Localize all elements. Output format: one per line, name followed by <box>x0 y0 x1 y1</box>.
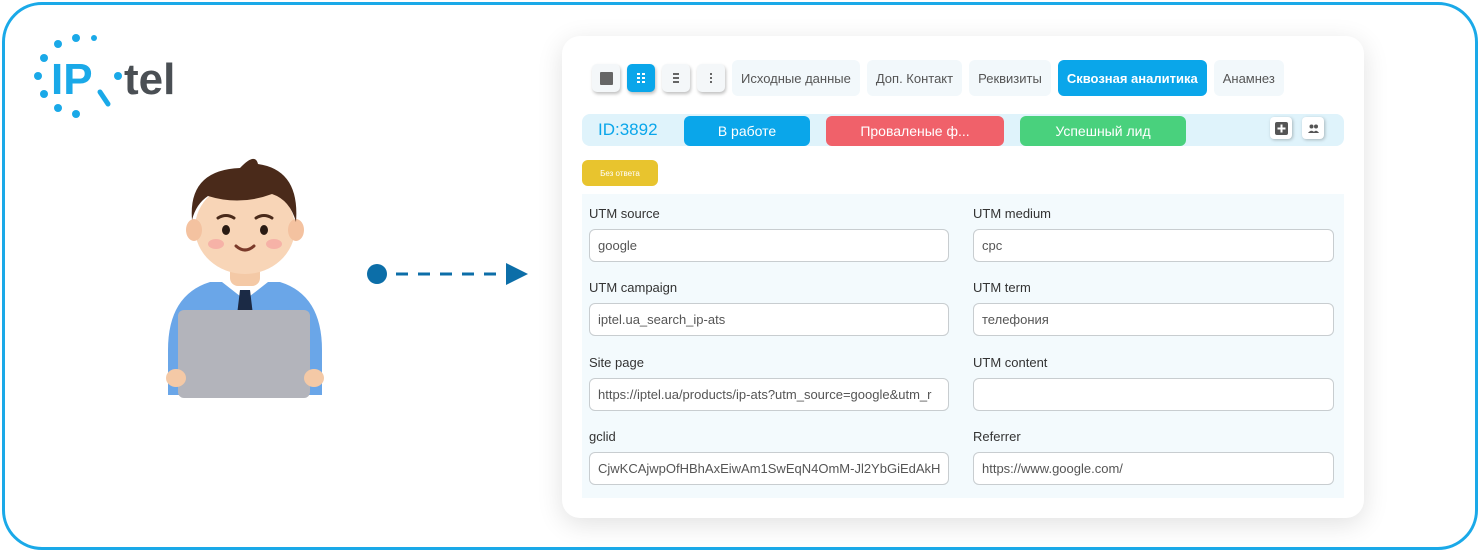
utm-medium-label: UTM medium <box>973 206 1052 221</box>
add-button[interactable] <box>1270 117 1292 139</box>
lead-id: ID:3892 <box>598 120 658 139</box>
gclid-label: gclid <box>589 429 616 444</box>
no-answer-badge[interactable]: Без ответа <box>582 160 658 186</box>
utm-form: UTM source google UTM medium cpc UTM cam… <box>582 194 1344 498</box>
user-illustration <box>160 150 330 400</box>
grid-view-button[interactable] <box>627 64 655 92</box>
tab-anamnesis[interactable]: Анамнез <box>1213 60 1284 96</box>
utm-term-label: UTM term <box>973 280 1031 295</box>
gclid-field[interactable]: CjwKCAjwpOfHBhAxEiwAm1SwEqN4OmM-Jl2YbGiE… <box>589 452 949 485</box>
list-view-icon <box>673 73 679 83</box>
list-view-button[interactable] <box>662 64 690 92</box>
utm-campaign-label: UTM campaign <box>589 280 678 295</box>
square-view-button[interactable] <box>592 64 620 92</box>
crm-lead-card: Исходные данные Доп. Контакт Реквизиты С… <box>562 36 1364 518</box>
utm-source-label: UTM source <box>589 206 660 221</box>
iptel-logo: IP tel <box>30 30 205 125</box>
stage-success-button[interactable]: Успешный лид <box>1020 116 1186 146</box>
compact-list-icon <box>710 73 712 83</box>
referrer-label: Referrer <box>973 429 1021 444</box>
svg-text:IP: IP <box>51 55 93 104</box>
svg-text:tel: tel <box>124 55 175 104</box>
flow-arrow <box>362 260 532 290</box>
grid-view-icon <box>637 73 645 83</box>
utm-content-field[interactable] <box>973 378 1334 411</box>
lead-status-bar: ID:3892 В работе Проваленые ф... Успешны… <box>582 114 1344 146</box>
utm-source-field[interactable]: google <box>589 229 949 262</box>
utm-campaign-field[interactable]: iptel.ua_search_ip-ats <box>589 303 949 336</box>
stage-in-progress-button[interactable]: В работе <box>684 116 810 146</box>
users-button[interactable] <box>1302 117 1324 139</box>
tab-extra-contact[interactable]: Доп. Контакт <box>866 60 963 96</box>
site-page-label: Site page <box>589 355 644 370</box>
utm-content-label: UTM content <box>973 355 1048 370</box>
utm-medium-field[interactable]: cpc <box>973 229 1334 262</box>
stage-failed-button[interactable]: Проваленые ф... <box>826 116 1004 146</box>
tab-requisites[interactable]: Реквизиты <box>969 60 1051 96</box>
tab-source-data[interactable]: Исходные данные <box>732 60 860 96</box>
users-icon <box>1307 124 1319 133</box>
referrer-field[interactable]: https://www.google.com/ <box>973 452 1334 485</box>
tab-end-to-end-analytics[interactable]: Сквозная аналитика <box>1057 60 1207 96</box>
square-view-icon <box>599 71 613 85</box>
site-page-field[interactable]: https://iptel.ua/products/ip-ats?utm_sou… <box>589 378 949 411</box>
tab-toolbar: Исходные данные Доп. Контакт Реквизиты С… <box>592 60 1284 96</box>
compact-list-button[interactable] <box>697 64 725 92</box>
utm-term-field[interactable]: телефония <box>973 303 1334 336</box>
plus-square-icon <box>1274 121 1288 135</box>
